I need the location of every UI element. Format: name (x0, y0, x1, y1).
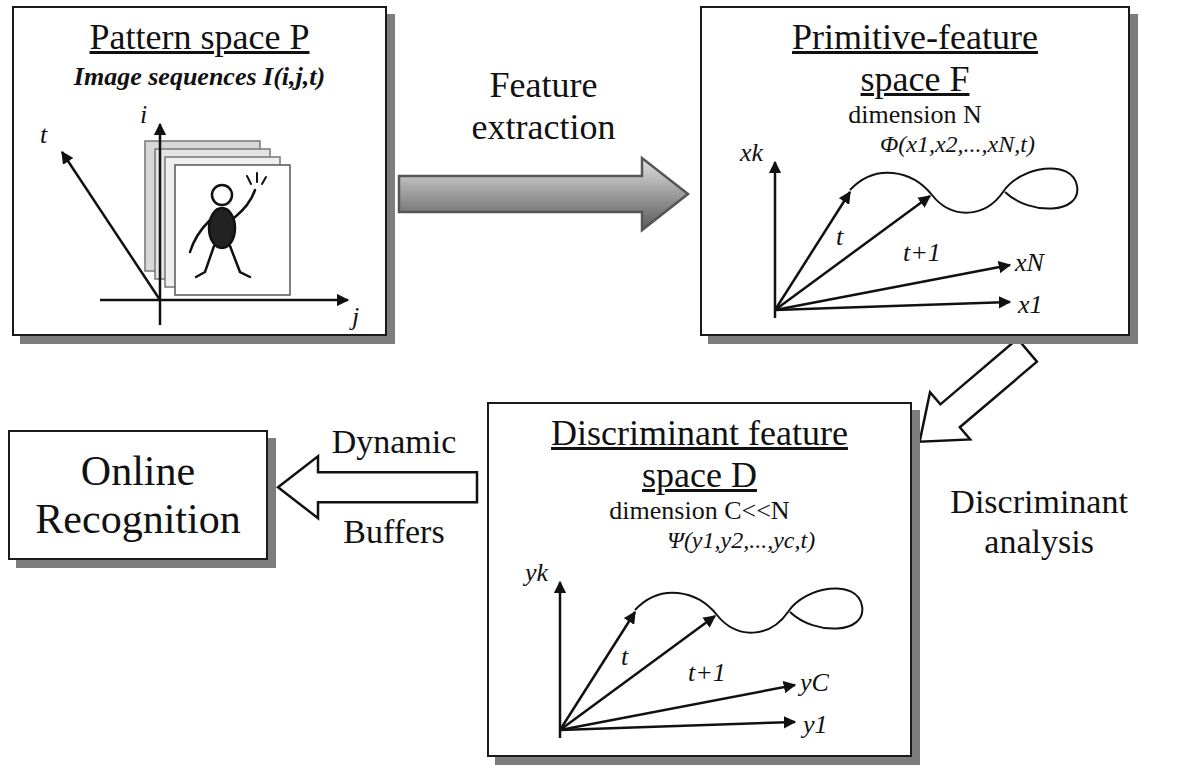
axis-x1 (775, 302, 1010, 310)
axis-yc (560, 685, 795, 730)
axis-label: i (140, 100, 147, 130)
stick-figure (190, 173, 266, 277)
axis-yk (559, 582, 562, 738)
dimension-text: dimension C<<N (497, 496, 902, 526)
image-frame (175, 165, 290, 295)
figure-arm (190, 220, 210, 252)
edge-label: Feature extraction (419, 64, 669, 148)
axis-label: t+1 (688, 658, 726, 688)
box-heading: Primitive-feature space F (750, 16, 1080, 100)
axis-label: xk (740, 138, 763, 168)
axis-label: t (40, 120, 47, 150)
axis-i (159, 124, 162, 325)
figure-leg (196, 246, 214, 277)
box-heading: Discriminant feature space D (550, 412, 850, 496)
recognition-box: Online Recognition (8, 430, 268, 560)
axis-label: j (352, 302, 359, 332)
formula: Φ(x1,x2,...,xN,t) (710, 130, 1120, 158)
formula: Ψ(y1,y2,...,yc,t) (497, 526, 902, 554)
figure-body (209, 208, 235, 248)
trajectory-curve (635, 588, 862, 632)
edge-label: Discriminant analysis (932, 482, 1147, 562)
dimension-text: dimension N (710, 100, 1120, 130)
edge-label: Dynamic Buffers (324, 397, 464, 577)
vector-t (775, 192, 850, 310)
pattern-axes (62, 124, 348, 325)
figure-arm (234, 190, 255, 218)
axis-t (62, 152, 160, 300)
trajectory-curve (850, 168, 1077, 212)
axis-xn (775, 265, 1010, 310)
axis-j (100, 299, 348, 302)
vector-t (560, 612, 635, 730)
box-heading: Pattern space P (90, 16, 310, 58)
axis-label: y1 (803, 710, 828, 740)
axis-label: yC (800, 668, 829, 698)
block-arrow (278, 456, 477, 518)
box-title: Online Recognition (18, 447, 258, 543)
subtitle: Image sequences I(i,j,t) (22, 62, 377, 92)
figure-head (212, 185, 232, 205)
axis-y1 (560, 722, 795, 730)
pattern-space-box: Pattern space P Image sequences I(i,j,t) (12, 6, 387, 336)
figure-leg (230, 246, 250, 277)
block-arrow (399, 158, 688, 230)
feature-space-box: Primitive-feature space Fdimension NΦ(x1… (700, 6, 1130, 336)
axis-label: x1 (1018, 290, 1043, 320)
image-stack (145, 141, 290, 295)
axis-label: t (621, 642, 628, 672)
axis-xk (774, 162, 777, 318)
axis-label: t+1 (903, 238, 941, 268)
axis-label: t (836, 222, 843, 252)
discriminant-space-box: Discriminant feature space Ddimension C<… (487, 402, 912, 757)
axis-label: xN (1015, 248, 1044, 278)
block-arrow (920, 339, 1037, 442)
wave-marks (247, 173, 266, 184)
axis-label: yk (525, 558, 548, 588)
